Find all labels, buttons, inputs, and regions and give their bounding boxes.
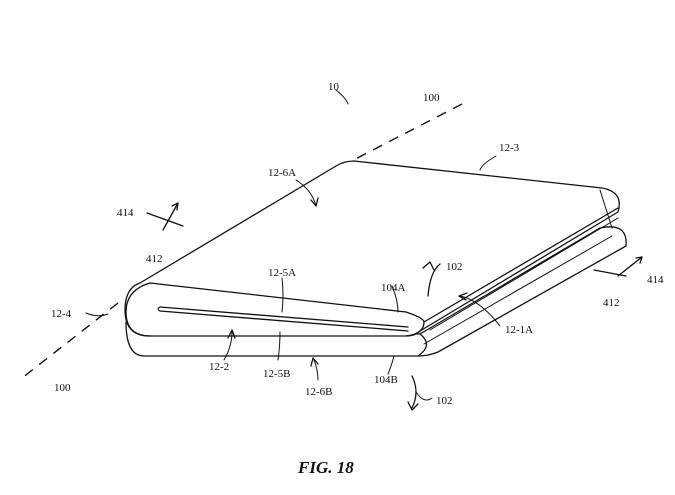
leader-104B — [387, 355, 395, 375]
leader-12-2 — [223, 331, 233, 361]
label-axis-bottom: 100 — [54, 382, 71, 394]
leader-102-bottom — [415, 391, 433, 401]
label-left-cut-ref: 414 — [117, 207, 134, 219]
arrowhead-12-6A — [310, 197, 319, 207]
left-section-arrow-shaft — [162, 202, 179, 231]
corner-seam-line — [599, 189, 613, 229]
rotation-arrowhead-top — [422, 261, 435, 271]
label-axis-top: 100 — [423, 92, 440, 104]
rotation-arrow-top — [427, 263, 441, 297]
left-section-line — [146, 212, 184, 227]
figure-caption: FIG. 18 — [297, 458, 354, 477]
slot-upper-line — [159, 306, 409, 328]
leader-12-6B — [313, 359, 319, 381]
left-end-curve — [125, 282, 151, 337]
slot-end — [157, 306, 161, 312]
label-left-end: 12-4 — [51, 308, 72, 320]
label-rotation-top: 102 — [446, 261, 463, 273]
leader-12-6A — [295, 179, 317, 207]
label-top-corner: 12-3 — [499, 142, 520, 154]
right-section-line — [593, 269, 627, 277]
upper-layer-side-edge — [423, 207, 619, 323]
arrowhead-12-6B — [310, 357, 319, 367]
left-section-arrowhead — [171, 202, 179, 211]
label-right-cut-line: 412 — [603, 297, 620, 309]
label-left-cut-line: 412 — [146, 253, 163, 265]
leader-12-5A — [281, 277, 284, 313]
rotation-arrow-bottom — [411, 375, 417, 409]
label-top-face: 12-6A — [268, 167, 296, 179]
leader-12-4 — [85, 312, 109, 317]
leader-12-1A — [459, 295, 501, 327]
rotation-arrowhead-bottom — [407, 401, 419, 411]
hinge-seam-line — [429, 217, 619, 331]
label-hinge-edge: 12-1A — [505, 324, 533, 336]
right-section-arrow-shaft — [617, 256, 643, 277]
label-bottom-face: 12-6B — [305, 386, 333, 398]
lower-layer-end — [417, 333, 428, 357]
label-front-side: 12-2 — [209, 361, 229, 373]
label-lower-layer: 104B — [374, 374, 398, 386]
label-lower-edge: 12-5B — [263, 368, 291, 380]
slot-lower-line — [159, 310, 409, 332]
right-section-arrowhead — [635, 256, 643, 264]
leader-104A — [391, 285, 399, 313]
leader-12-3 — [479, 155, 497, 171]
fold-axis-top — [337, 103, 463, 169]
lower-layer-body — [125, 226, 627, 357]
arrowhead-12-1A — [458, 292, 468, 301]
label-upper-layer: 104A — [381, 282, 406, 294]
label-rotation-bottom: 102 — [436, 395, 453, 407]
label-device: 10 — [328, 81, 340, 93]
leader-12-5B — [277, 331, 281, 361]
lower-layer-edge-line — [423, 235, 613, 345]
arrowhead-12-2 — [227, 329, 236, 339]
leader-10 — [335, 89, 349, 105]
label-upper-edge: 12-5A — [268, 267, 296, 279]
label-right-cut-ref: 414 — [647, 274, 664, 286]
